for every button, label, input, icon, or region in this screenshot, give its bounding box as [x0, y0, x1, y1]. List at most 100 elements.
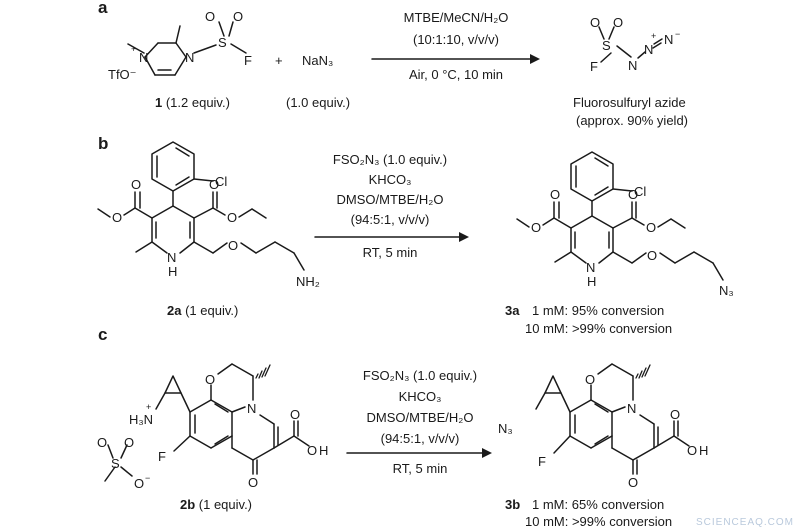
atom-label: O — [112, 210, 122, 225]
product-yield-a: (approx. 90% yield) — [576, 113, 688, 128]
atom-label: O — [613, 15, 623, 30]
conditions-b-line2: KHCO₃ — [368, 172, 412, 187]
triflate-counterion: TfO⁻ — [108, 67, 137, 82]
compound-3b-structure: N₃ F O N O — [498, 363, 708, 490]
compound-3a-structure: Cl N H O O O O O N₃ — [516, 151, 734, 298]
atom-label: H₃N — [129, 412, 153, 427]
atom-label: H — [168, 264, 177, 279]
atom-label: S — [111, 456, 120, 471]
atom-label: S — [218, 35, 227, 50]
atom-label: O — [290, 407, 300, 422]
panel-label-a: a — [98, 0, 108, 17]
conditions-c-line2: KHCO₃ — [398, 389, 442, 404]
panel-label-c: c — [98, 325, 108, 344]
atom-label: O — [233, 9, 243, 24]
atom-label: O — [248, 475, 258, 490]
atom-label: N — [628, 58, 637, 73]
conditions-b-line4: (94:5:1, v/v/v) — [350, 212, 430, 227]
atom-label: + — [146, 402, 151, 412]
atom-label: O — [134, 476, 144, 491]
atom-label: O — [585, 372, 595, 387]
atom-label: F — [244, 53, 252, 68]
atom-label: + — [651, 31, 656, 41]
atom-label: O — [131, 177, 141, 192]
result-3b-10mm: 10 mM: >99% conversion — [525, 514, 673, 529]
reaction-arrow-b — [314, 232, 469, 242]
atom-label: O — [97, 435, 107, 450]
atom-label: N₃ — [719, 283, 734, 298]
sodium-azide-equiv: (1.0 equiv.) — [286, 95, 351, 110]
atom-label: N — [664, 32, 673, 47]
conditions-b-line5: RT, 5 min — [362, 245, 418, 260]
atom-label: O — [205, 9, 215, 24]
compound-1-label: 1 (1.2 equiv.) — [155, 95, 230, 110]
atom-label: N₃ — [498, 421, 513, 436]
atom-label: O — [628, 187, 638, 202]
result-3a-10mm: 10 mM: >99% conversion — [525, 321, 673, 336]
atom-label: NH₂ — [296, 274, 320, 289]
product-name-a: Fluorosulfuryl azide — [573, 95, 686, 110]
atom-label: O — [205, 372, 215, 387]
compound-2b-label: 2b (1 equiv.) — [180, 497, 253, 512]
reaction-arrow-c — [346, 448, 492, 458]
atom-label: − — [675, 29, 680, 39]
atom-label: Cl — [215, 174, 227, 189]
panel-label-b: b — [98, 134, 109, 153]
atom-label: N — [586, 260, 595, 275]
atom-label: N — [247, 401, 256, 416]
fluorosulfuryl-azide-structure: F S O O N N + N − — [590, 15, 680, 74]
conditions-c-line4: (94:5:1, v/v/v) — [380, 431, 460, 446]
atom-label: O — [670, 407, 680, 422]
atom-label: Cl — [634, 184, 646, 199]
atom-label: H — [319, 443, 328, 458]
atom-label: O — [590, 15, 600, 30]
atom-label: N — [644, 42, 653, 57]
sodium-azide-label: NaN₃ — [302, 53, 334, 68]
atom-label: N — [627, 401, 636, 416]
atom-label: O — [687, 443, 697, 458]
conditions-b-line3: DMSO/MTBE/H₂O — [336, 192, 444, 207]
atom-label: N — [185, 50, 194, 65]
atom-label: O — [124, 435, 134, 450]
atom-label: F — [590, 59, 598, 74]
compound-3b-label: 3b — [505, 497, 521, 512]
conditions-a-line3: Air, 0 °C, 10 min — [408, 67, 504, 82]
compound-3a-label: 3a — [505, 303, 520, 318]
atom-label: − — [145, 473, 150, 483]
conditions-c-line1: FSO₂N₃ (1.0 equiv.) — [362, 368, 478, 383]
result-3a-1mm: 1 mM: 95% conversion — [532, 303, 665, 318]
atom-label: O — [628, 475, 638, 490]
atom-n: N — [139, 50, 148, 65]
reagent-1-structure: N + N S O O F — [127, 9, 252, 76]
atom-label: O — [307, 443, 317, 458]
atom-label: S — [602, 38, 611, 53]
conditions-c-line3: DMSO/MTBE/H₂O — [366, 410, 474, 425]
compound-2b-structure: H₃N + F O N — [129, 363, 328, 490]
atom-label: N — [167, 250, 176, 265]
watermark: SCIENCEAQ.COM — [695, 517, 794, 528]
atom-label: + — [131, 44, 136, 54]
compound-2a-structure: Cl N H O O O O — [97, 141, 320, 289]
atom-label: O — [647, 248, 657, 263]
atom-label: O — [646, 220, 656, 235]
atom-label: O — [209, 177, 219, 192]
conditions-a-line2: (10:1:10, v/v/v) — [413, 32, 499, 47]
conditions-b-line1: FSO₂N₃ (1.0 equiv.) — [332, 152, 448, 167]
atom-label: O — [227, 210, 237, 225]
reaction-arrow-a — [371, 54, 540, 64]
atom-label: F — [158, 449, 166, 464]
atom-label: H — [587, 274, 596, 289]
plus-sign: + — [275, 53, 283, 68]
conditions-c-line5: RT, 5 min — [392, 461, 448, 476]
mesylate-structure: S O O O − — [97, 435, 150, 491]
atom-label: O — [531, 220, 541, 235]
atom-label: O — [550, 187, 560, 202]
atom-label: F — [538, 454, 546, 469]
atom-label: O — [228, 238, 238, 253]
result-3b-1mm: 1 mM: 65% conversion — [532, 497, 665, 512]
compound-2a-label: 2a (1 equiv.) — [167, 303, 239, 318]
atom-label: H — [699, 443, 708, 458]
conditions-a-line1: MTBE/MeCN/H₂O — [403, 10, 509, 25]
